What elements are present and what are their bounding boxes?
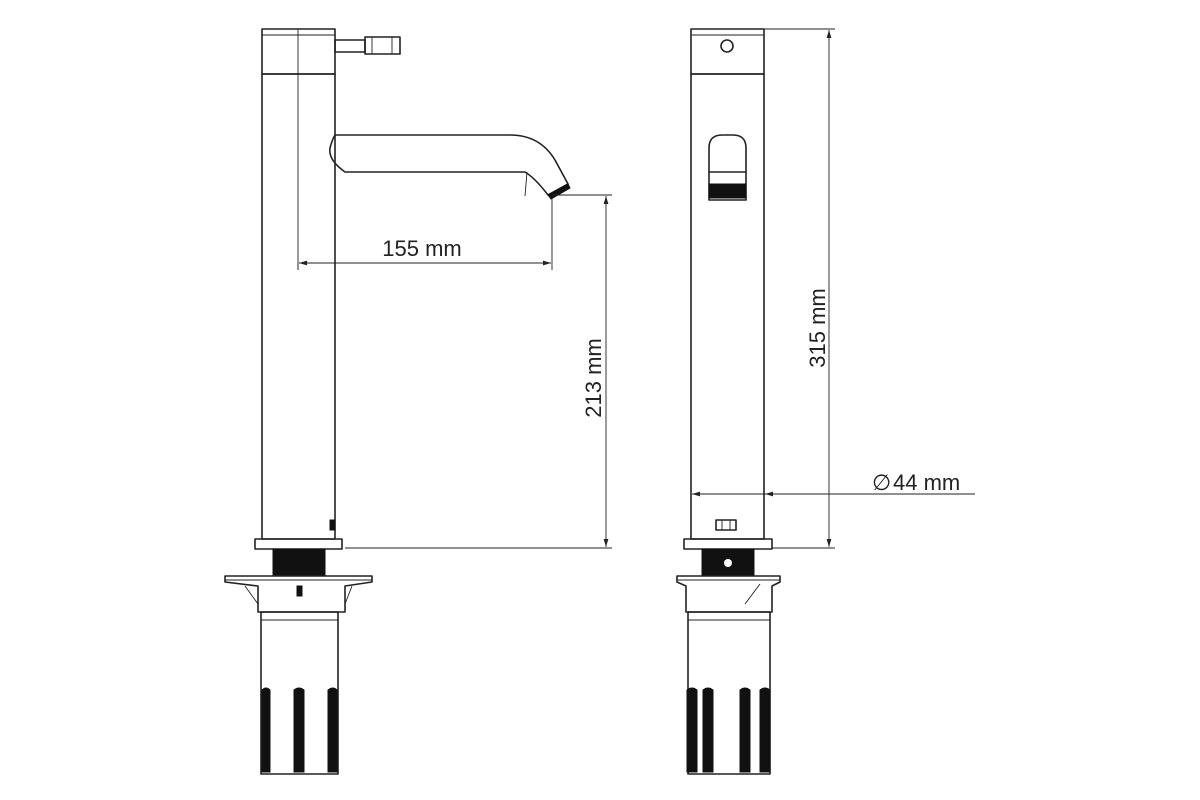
mounting-bracket bbox=[224, 575, 373, 613]
mounting-sleeve bbox=[260, 611, 339, 775]
faucet-side-view bbox=[224, 28, 571, 775]
faucet-front-view bbox=[676, 28, 781, 775]
threaded-stem bbox=[272, 548, 326, 577]
front-sleeve bbox=[687, 611, 771, 775]
aerator bbox=[547, 183, 571, 200]
faucet-body bbox=[261, 73, 336, 540]
aerator-front bbox=[708, 183, 747, 199]
spout-front bbox=[708, 134, 747, 173]
base-flange bbox=[254, 538, 343, 550]
label-spout-reach: 155 mm bbox=[382, 236, 461, 261]
spout bbox=[328, 134, 569, 196]
label-diameter: 44 mm bbox=[893, 470, 960, 495]
label-spout-height: 213 mm bbox=[581, 338, 606, 417]
dimension-diameter: ∅ 44 mm bbox=[692, 470, 975, 497]
dimension-spout-height: 213 mm bbox=[345, 194, 612, 549]
lever-handle bbox=[334, 36, 401, 55]
cartridge-cap bbox=[261, 28, 336, 75]
label-total-height: 315 mm bbox=[805, 288, 830, 367]
dimension-spout-reach: 155 mm bbox=[297, 198, 553, 270]
diameter-symbol: ∅ bbox=[872, 470, 891, 495]
front-flange bbox=[683, 538, 773, 550]
lever-hole bbox=[720, 39, 734, 53]
dimension-total-height: 315 mm bbox=[764, 28, 835, 549]
front-body bbox=[690, 73, 765, 540]
front-bracket bbox=[676, 575, 781, 613]
